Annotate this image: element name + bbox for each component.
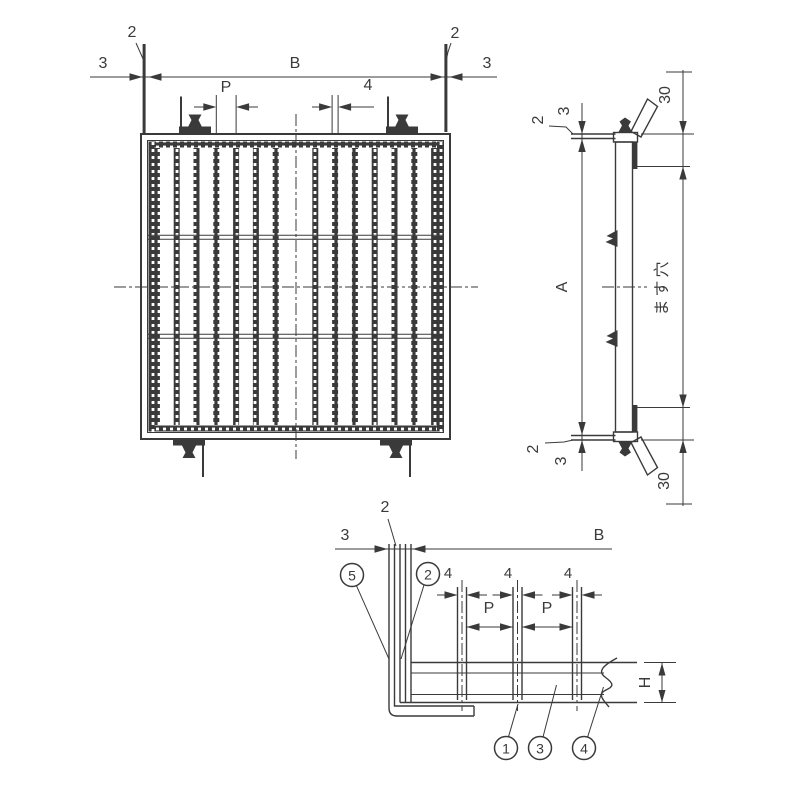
plan-dim-p: P [194,79,258,133]
side-hook-flap-top [630,97,659,138]
side-hook-flap-bottom [630,436,659,477]
side-flange-top [632,142,638,169]
callout-4-circle [571,735,597,761]
side-dim-a-label: A [554,281,571,292]
side-dim-30-top-label: 30 [657,86,674,104]
section-dim-4a-label: 4 [444,565,452,582]
plan-dim-2-right: 2 [445,25,460,62]
section-dim-pb-label: P [542,600,553,617]
side-dim-3-top-label: 3 [556,106,573,115]
side-dim-right: 30 ます穴 30 [633,70,694,506]
callout-1-label: 1 [502,741,510,757]
bolt-top-left [179,96,211,133]
section-dim-pa-label: P [484,600,495,617]
plan-view: 3 B 3 2 2 P 4 [90,24,497,477]
side-dim-2-top-label: 2 [530,115,547,124]
plan-dim-4-label: 4 [364,77,373,94]
side-view: 2 3 A 2 3 30 ます穴 30 [525,70,694,506]
section-dim-h-label: H [637,677,654,689]
callout-4-label: 4 [580,741,588,757]
side-dim-30-bottom-label: 30 [656,472,673,490]
plan-right-hook-edge [444,44,448,132]
section-dim-2-label: 2 [381,499,390,516]
plan-dim-2-left-label: 2 [128,24,137,41]
side-surface-lines [571,133,616,441]
side-flange-bottom [632,405,638,432]
side-dim-left: 2 3 A 2 3 [525,103,586,471]
side-bolt-bottom [618,442,632,457]
plan-dim-p-label: P [221,79,232,96]
plan-dim-2-right-label: 2 [451,25,460,42]
plan-dim-2-left: 2 [128,24,145,62]
section-dim-4b-label: 4 [504,565,512,582]
section-grating-band [400,657,637,708]
section-dim-4-group: 4 4 4 [437,565,602,599]
plan-dim-3-left-label: 3 [99,55,108,72]
side-fixing-bolt-lower [605,330,618,347]
section-dim-h: H [637,662,676,703]
plan-dim-4: 4 [312,77,374,133]
section-dim-4c-label: 4 [564,565,572,582]
callout-2-circle [415,561,441,587]
section-bearing-bars [456,580,583,711]
callout-3-label: 3 [536,741,544,757]
section-dim-3-label: 3 [341,527,350,544]
section-break-line [600,657,618,708]
bolt-bottom-right [380,439,412,477]
callout-5-label: 5 [348,568,356,584]
section-view: 3 2 B [335,499,676,761]
callout-3-circle [527,735,553,761]
callout-2-label: 2 [424,567,432,583]
side-masu-ana-label: ます穴 [653,258,671,315]
section-callouts: 5 2 1 3 4 [339,561,604,761]
callout-1-circle [493,735,519,761]
plan-left-hook-edge [142,44,146,134]
plan-dim-b-label: B [290,55,301,72]
plan-dim-b: 3 B 3 [90,55,497,81]
bolt-bottom-left [173,439,205,477]
section-dim-p-group: P P [466,600,573,631]
section-dim-b: 3 2 B [335,499,612,553]
side-dim-2-bottom-label: 2 [525,444,542,453]
side-bolt-top [618,117,632,132]
section-dim-b-label: B [594,527,605,544]
bolt-top-right [386,96,418,133]
plan-anchor-bolts [173,96,418,477]
callout-5-circle [339,562,365,588]
plan-center-lines [114,114,478,459]
section-angle-frame [388,544,475,717]
side-fixing-bolt-upper [605,230,618,247]
side-dim-3-bottom-label: 3 [553,456,570,465]
plan-dim-3-right-label: 3 [483,55,492,72]
